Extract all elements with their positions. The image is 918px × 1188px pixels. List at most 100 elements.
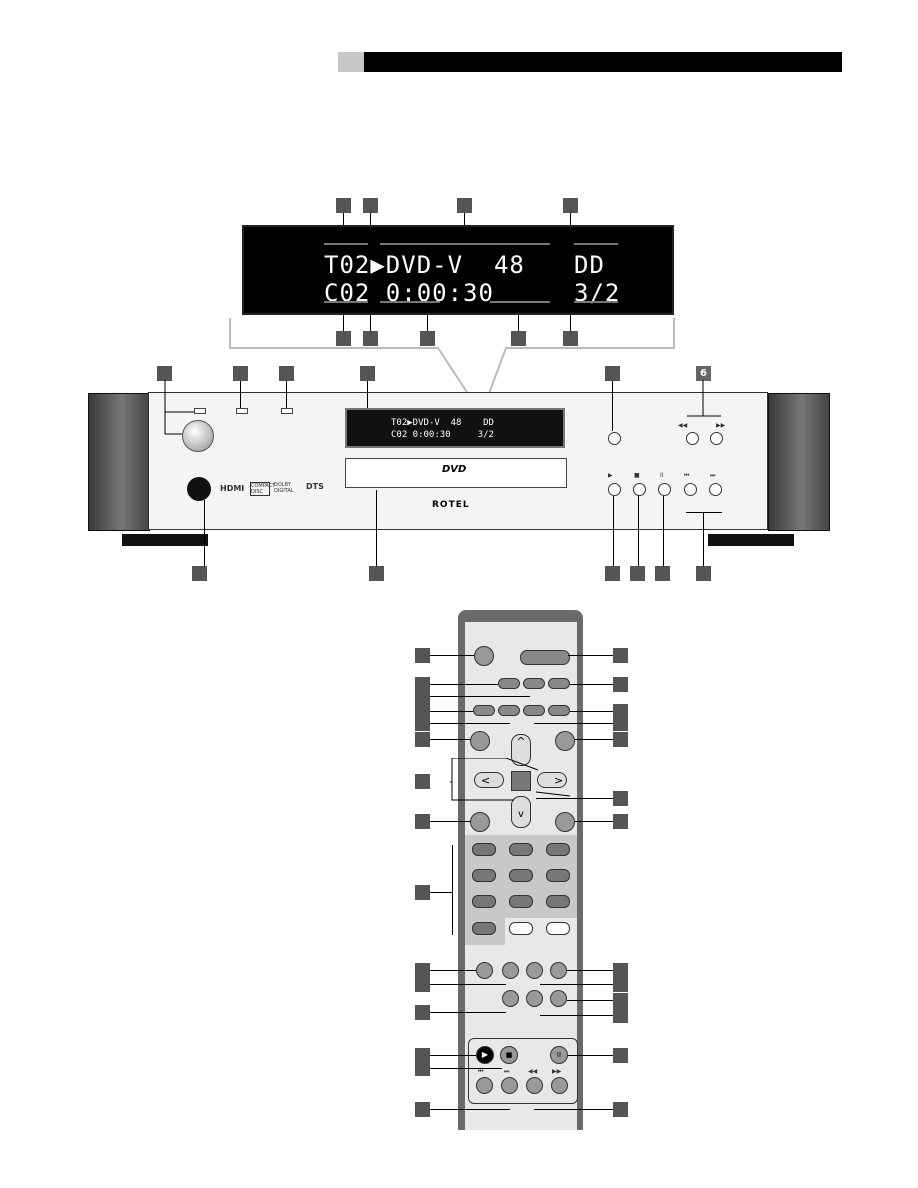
leader-line [575,739,613,740]
remote-button-row2-c[interactable] [523,705,545,716]
remote-digit-0[interactable] [472,922,496,935]
remote-previous-icon: ⏮ [478,1068,484,1075]
display-bracket [324,243,368,245]
leader-line [430,739,470,740]
remote-enter-button[interactable] [511,771,531,791]
remote-digit-5[interactable] [509,869,533,882]
callout-ir-sensor [192,566,207,581]
remote-digit-3[interactable] [546,843,570,856]
remote-left-button[interactable]: < [474,772,504,788]
play-button[interactable] [608,483,621,496]
remote-ffwd-icon: ▶▶ [552,1068,562,1075]
remote-open-close-button[interactable] [520,650,570,665]
callout-display-5 [336,331,351,346]
leader-line [534,1109,613,1110]
display-bracket [380,243,550,245]
play-icon: ▶ [608,472,613,479]
leader-line [427,313,428,331]
power-knob[interactable] [182,420,214,452]
callout-display-9 [563,331,578,346]
remote-digit-2[interactable] [509,843,533,856]
keypad-bracket [452,845,453,935]
callout-remote-l4 [415,716,430,731]
remote-return-button[interactable] [470,812,490,832]
remote-button-row2-b[interactable] [498,705,520,716]
remote-digit-8[interactable] [509,895,533,908]
callout-pause [655,566,670,581]
remote-next-button[interactable] [501,1077,518,1094]
callout-remote-power [415,648,430,663]
right-foot [708,534,794,546]
remote-clear-button[interactable] [509,922,533,935]
rewind-button[interactable] [686,432,699,445]
leader-line [612,381,613,431]
leader-line [430,655,474,656]
remote-button-row1-b[interactable] [523,678,545,689]
remote-func-6[interactable] [526,990,543,1007]
remote-ffwd-button[interactable] [551,1077,568,1094]
remote-func-4[interactable] [550,962,567,979]
leader-line [540,984,613,985]
open-close-button[interactable] [608,432,621,445]
remote-play-button[interactable]: ▶ [476,1046,494,1064]
right-side-panel [768,393,830,531]
remote-func-5[interactable] [502,990,519,1007]
remote-up-button[interactable]: ^ [511,734,531,766]
display-line-1-left: T02▶DVD-V 48 [324,251,525,279]
next-button[interactable] [709,483,722,496]
callout-display-2 [363,198,378,213]
leader-line [430,892,452,893]
remote-digit-6[interactable] [546,869,570,882]
remote-button-row1-c[interactable] [548,678,570,689]
remote-pause-button[interactable]: II [550,1046,568,1064]
leader-line [430,1012,506,1013]
callout-remote-f1 [415,963,430,978]
header-black-bar [364,52,842,72]
left-side-panel [88,393,150,531]
leader-line [430,1068,502,1069]
remote-digit-4[interactable] [472,869,496,882]
disc-tray[interactable]: DVD [345,458,567,488]
leader-line [540,1015,613,1016]
leader-line [567,1000,613,1001]
callout-remote-r5 [613,977,628,992]
remote-right-button[interactable]: > [537,772,567,788]
remote-power-button[interactable] [474,646,494,666]
callout-display-1 [336,198,351,213]
remote-down-button[interactable]: v [511,796,531,828]
leader-line [367,381,368,408]
leader-line [430,984,506,985]
callout-remote-l2 [415,689,430,704]
remote-title-button[interactable] [555,731,575,751]
stop-icon: ■ [634,472,640,479]
remote-previous-button[interactable] [476,1077,493,1094]
remote-plus10-button[interactable] [546,922,570,935]
callout-remote-keypad [415,885,430,900]
remote-next-icon: ⏭ [504,1068,510,1075]
remote-digit-7[interactable] [472,895,496,908]
remote-digit-9[interactable] [546,895,570,908]
fast-forward-button[interactable] [710,432,723,445]
remote-digit-1[interactable] [472,843,496,856]
remote-display-button[interactable] [555,812,575,832]
remote-button-row1-a[interactable] [498,678,520,689]
previous-button[interactable] [684,483,697,496]
compact-disc-logo: COMPACT DISC [250,482,276,496]
callout-remote-search [613,1102,628,1117]
remote-func-1[interactable] [476,962,493,979]
remote-func-2[interactable] [502,962,519,979]
remote-stop-button[interactable]: ■ [500,1046,518,1064]
search-leader [687,380,721,417]
remote-menu-button[interactable] [470,731,490,751]
pause-button[interactable] [658,483,671,496]
stop-button[interactable] [633,483,646,496]
dolby-digital-logo: DOLBY DIGITAL [274,482,294,494]
remote-func-7[interactable] [550,990,567,1007]
leader-line [686,512,722,513]
front-panel-display-enlarged: T02▶DVD-V 48 DD C02 0:00:30 3/2 [242,225,674,315]
remote-func-3[interactable] [526,962,543,979]
remote-rewind-button[interactable] [526,1077,543,1094]
callout-display-3 [457,198,472,213]
remote-button-row2-d[interactable] [548,705,570,716]
remote-button-row2-a[interactable] [473,705,495,716]
